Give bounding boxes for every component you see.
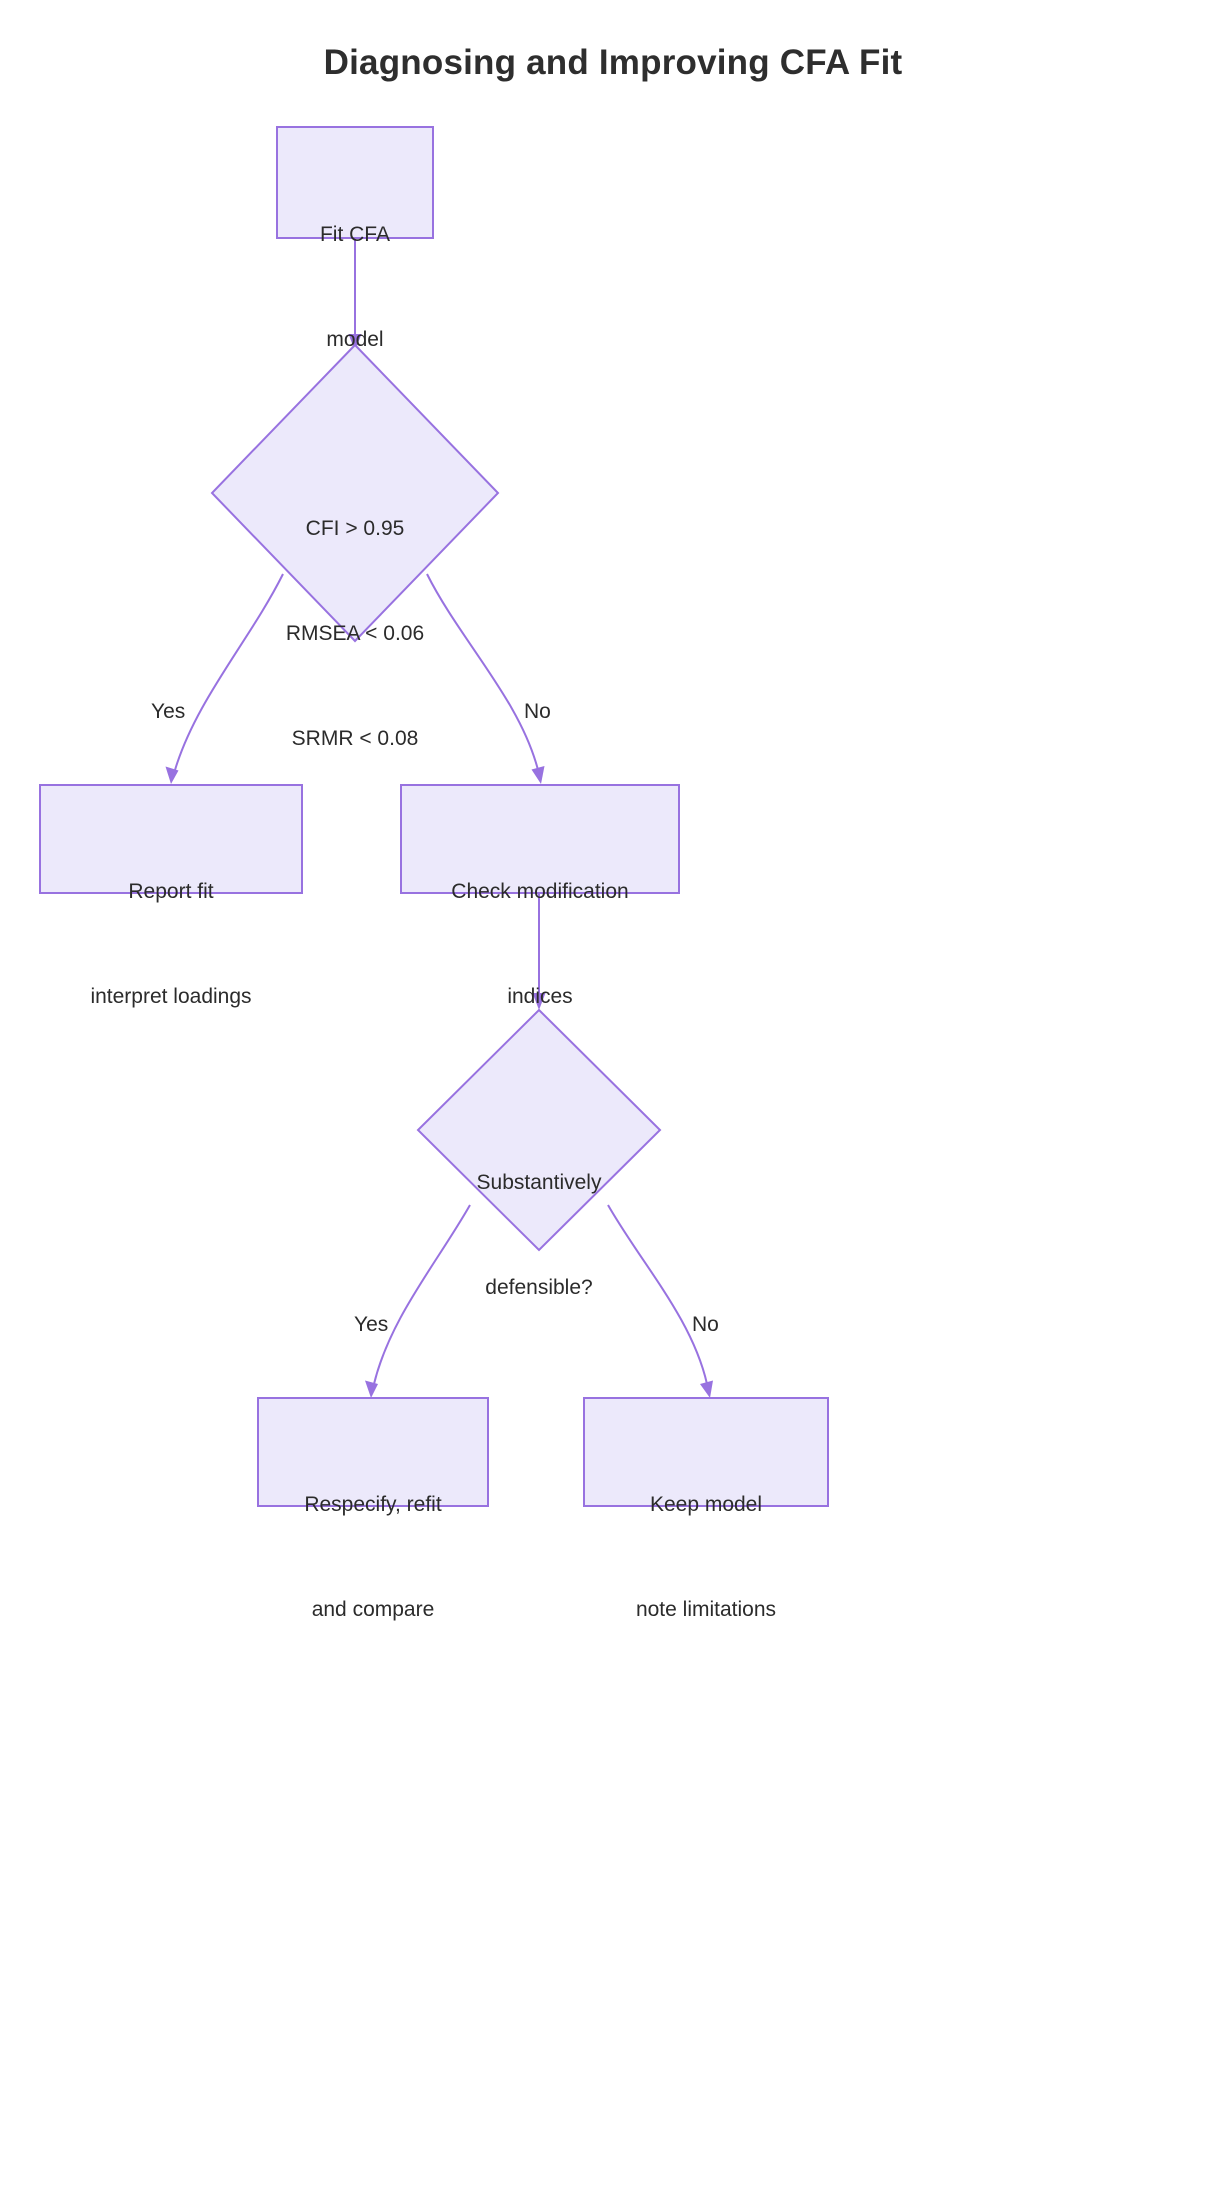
node-check-modification-indices[interactable] — [400, 784, 680, 894]
edge-defensible-to-keep-model — [607, 1204, 713, 1398]
edge-label-no-defensible: No — [692, 1313, 719, 1336]
node-keep-model[interactable] — [583, 1397, 829, 1507]
node-substantively-defensible[interactable] — [416, 1008, 662, 1252]
edge-label-yes-fit-criteria: Yes — [151, 700, 186, 723]
edge-criteria-to-check-mi — [426, 573, 545, 784]
page-title: Diagnosing and Improving CFA Fit — [323, 43, 903, 82]
node-fit-criteria[interactable] — [210, 343, 500, 643]
node-respecify-refit[interactable] — [257, 1397, 489, 1507]
edge-defensible-to-respecify — [365, 1204, 471, 1398]
edge-fit-model-to-criteria — [348, 238, 362, 351]
edge-check-mi-to-defensible — [532, 893, 546, 1010]
edge-criteria-to-report-fit — [165, 573, 284, 784]
edge-label-yes-defensible: Yes — [354, 1313, 389, 1336]
node-fit-cfa-model[interactable] — [276, 126, 434, 239]
node-report-fit[interactable] — [39, 784, 303, 894]
edge-label-no-fit-criteria: No — [524, 700, 551, 723]
